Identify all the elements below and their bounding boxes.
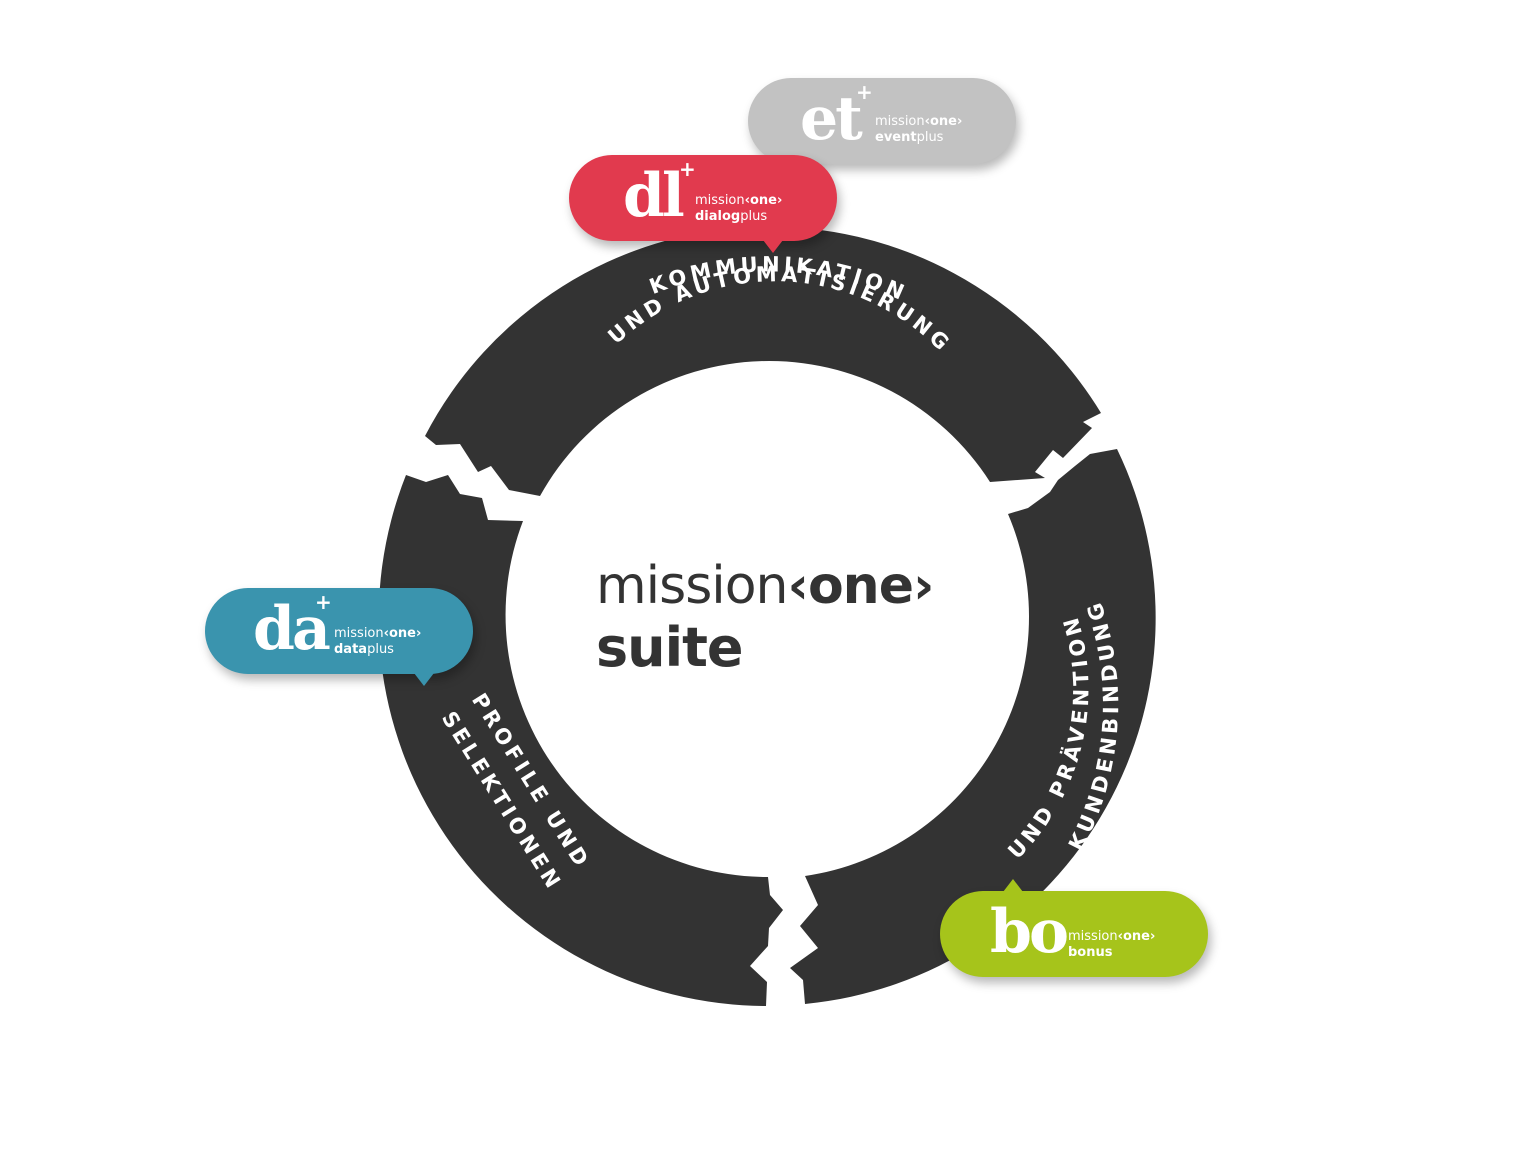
badge-eventplus-product-rest: plus xyxy=(916,130,944,145)
badge-eventplus-brand-prefix: mission xyxy=(875,114,925,129)
badge-dataplus-brand-bold: ‹one› xyxy=(383,626,422,641)
badge-dialogplus-product-rest: plus xyxy=(740,209,768,224)
ring-segment-right xyxy=(790,449,1156,1004)
ring xyxy=(378,226,1156,1006)
badge-dialogplus-plus: + xyxy=(679,157,696,181)
badge-eventplus-abbr: et xyxy=(800,84,863,154)
ring-segment-left xyxy=(378,475,783,1006)
badge-eventplus-product-bold: event xyxy=(875,130,917,145)
badge-dialogplus-pointer xyxy=(763,240,783,253)
badge-dataplus-brand-prefix: mission xyxy=(334,626,384,641)
badge-dataplus-product-bold: data xyxy=(334,642,368,657)
badge-eventplus[interactable]: et + mission‹one› eventplus xyxy=(748,78,1016,164)
badge-bonus-brand-prefix: mission xyxy=(1068,929,1118,944)
badge-eventplus-plus: + xyxy=(856,80,873,104)
center-brand-bold: ‹one› xyxy=(787,556,935,616)
badge-bonus-abbr: bo xyxy=(990,897,1069,967)
ring-segment-top xyxy=(425,226,1101,496)
badge-dataplus-abbr: da xyxy=(253,594,331,664)
badge-dataplus-plus: + xyxy=(315,590,332,614)
badge-bonus-brand-bold: ‹one› xyxy=(1117,929,1156,944)
center-brand-prefix: mission xyxy=(596,556,789,616)
badge-dialogplus-product-bold: dialog xyxy=(695,209,741,224)
badge-dialogplus[interactable]: dl + mission‹one› dialogplus xyxy=(569,155,837,253)
center-suite: suite xyxy=(596,616,744,679)
badge-bonus[interactable]: bo mission‹one› bonus xyxy=(940,879,1208,977)
badge-dataplus-product-rest: plus xyxy=(367,642,394,657)
badge-bonus-pointer xyxy=(1003,879,1023,892)
badge-dataplus-label: mission‹one› dataplus xyxy=(334,626,421,658)
badge-dialogplus-abbr: dl xyxy=(623,161,685,231)
badge-dialogplus-brand-bold: ‹one› xyxy=(744,193,783,208)
badge-dialogplus-brand-prefix: mission xyxy=(695,193,745,208)
badge-bonus-product-bold: bonus xyxy=(1068,945,1113,960)
center-title: mission‹one› suite xyxy=(596,556,935,680)
badge-dataplus-pointer xyxy=(414,673,434,686)
badge-dialogplus-label: mission‹one› dialogplus xyxy=(695,193,782,225)
badge-eventplus-label: mission‹one› eventplus xyxy=(875,114,962,146)
badge-eventplus-brand-bold: ‹one› xyxy=(924,114,963,129)
badge-bonus-label: mission‹one› bonus xyxy=(1068,929,1155,961)
badge-dataplus[interactable]: da + mission‹one› dataplus xyxy=(205,588,473,686)
